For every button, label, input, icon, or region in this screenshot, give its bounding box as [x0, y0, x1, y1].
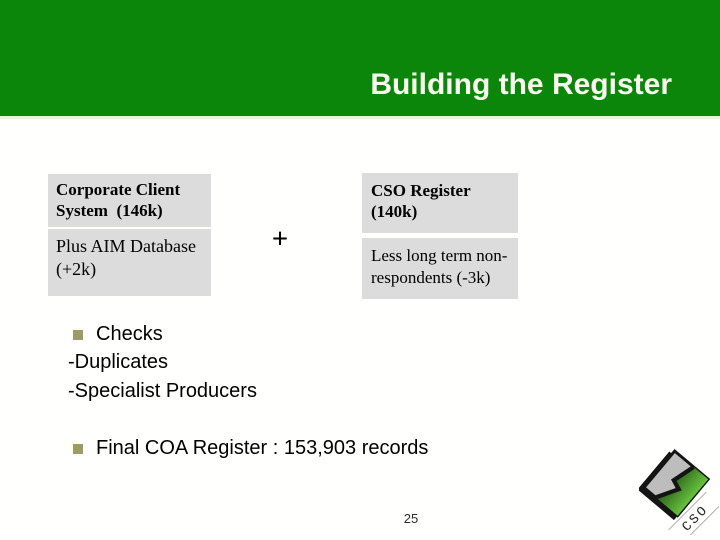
bullet-checks: Checks [73, 323, 163, 346]
title-bar [0, 0, 720, 119]
square-bullet-icon [73, 329, 83, 340]
checks-sub-items: -Duplicates -Specialist Producers [68, 348, 257, 406]
plus-operator: + [271, 223, 289, 255]
square-bullet-icon [73, 443, 83, 454]
logo-bolt-icon [655, 465, 695, 500]
sub-item-duplicates: -Duplicates [68, 351, 169, 373]
box-cso-register: CSO Register (140k) [362, 173, 518, 233]
box-corporate-client-system: Corporate Client System (146k) [48, 174, 211, 227]
cso-logo: CSO [639, 449, 719, 535]
logo-rule-bottom [681, 505, 719, 535]
bullet-final-label: Final COA Register : 153,903 records [96, 437, 429, 459]
logo-rule-top [668, 491, 707, 531]
logo-emblem [639, 449, 711, 521]
box-plus-aim-database: Plus AIM Database (+2k) [48, 229, 211, 296]
logo-green-panel [655, 466, 709, 516]
bullet-checks-label: Checks [96, 323, 163, 345]
bullet-final-coa-register: Final COA Register : 153,903 records [73, 437, 428, 460]
page-number: 25 [403, 511, 419, 526]
sub-item-specialist-producers: -Specialist Producers [68, 380, 257, 402]
box-less-long-term-nonrespondents: Less long term non-respondents (-3k) [362, 238, 518, 299]
slide-title: Building the Register [370, 68, 672, 101]
